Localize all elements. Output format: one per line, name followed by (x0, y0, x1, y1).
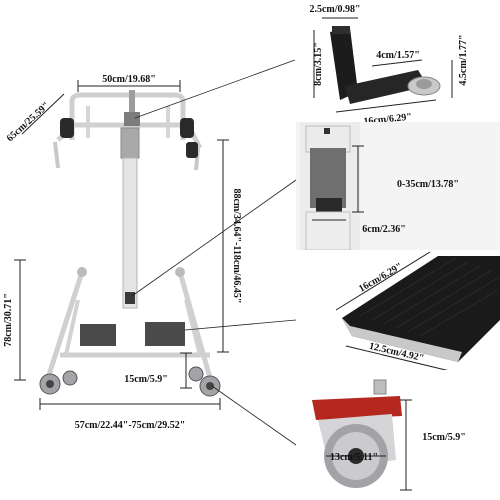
height-label: 88cm/34.64"-118cm/46.45" (231, 189, 242, 304)
leader-crank (134, 59, 296, 119)
main-dimension-lines (14, 59, 297, 446)
crank-arm (345, 70, 428, 104)
handle-height-label: 8cm/3.15" (313, 42, 324, 86)
detail-crank-panel: 2.5cm/0.98" 8cm/3.15" 4cm/1.57" 4.5cm/1.… (296, 0, 500, 128)
handle-sides (86, 106, 170, 138)
crank-hub-inner (416, 79, 432, 89)
right-foot-pedal (145, 322, 185, 346)
detail-crank-bg (296, 0, 500, 122)
depth-label: 65cm/25.59" (5, 100, 52, 144)
tube-width-label: 6cm/2.36" (362, 224, 406, 235)
left-foot-pedal (80, 324, 116, 346)
pedal-plate-edge (342, 318, 462, 362)
main-lift-frame (39, 90, 221, 397)
crank-side-height-label: 4.5cm/1.77" (458, 34, 469, 85)
tube-bolt (324, 128, 330, 134)
wheel-stem-bolt (373, 379, 387, 395)
wheel-height-label: 15cm/5.9" (422, 432, 466, 443)
crank-handle-top (332, 26, 350, 34)
caster-rear-right (188, 366, 204, 382)
leg-length-label: 78cm/30.71" (3, 293, 14, 347)
brake-lever (312, 396, 402, 420)
left-leg-joint (77, 267, 87, 277)
right-leg-joint (175, 267, 185, 277)
outer-tube (305, 211, 351, 251)
top-crank-body (124, 112, 140, 126)
pedal-grip-lines (359, 257, 499, 337)
top-width-label: 50cm/19.68" (102, 74, 156, 85)
mast-collar (125, 292, 135, 304)
right-pad-lower (186, 142, 198, 158)
top-handle-bar (69, 92, 186, 140)
arm-length-label: 4cm/1.57" (376, 50, 420, 61)
detail-wheel-panel: 15cm/5.9" 13cm/5.11" (296, 370, 500, 500)
right-pad (180, 118, 194, 138)
leader-wheel (211, 385, 297, 446)
pedal-height-label: 15cm/5.9" (124, 374, 168, 385)
mast-top-block (120, 127, 140, 159)
inner-tube-foot (316, 198, 342, 212)
detail-tube-panel: 0-35cm/13.78" 6cm/2.36" (296, 122, 500, 251)
leader-pedal (184, 319, 297, 331)
leader-tube (131, 179, 297, 297)
caster-front-left (39, 373, 61, 395)
crank-handle (330, 28, 358, 100)
top-crank-shaft (129, 90, 135, 116)
caster-rear-left (62, 370, 78, 386)
caster-front-right (199, 375, 221, 397)
vertical-mast (122, 157, 138, 309)
left-pad (60, 118, 74, 138)
wheel-diameter-label: 13cm/5.11" (330, 452, 378, 463)
adjust-range-label: 0-35cm/13.78" (397, 179, 459, 190)
left-leg (45, 271, 85, 379)
right-leg (177, 271, 213, 379)
handle-width-label: 2.5cm/0.98" (309, 4, 360, 15)
base-width-label: 57cm/22.44"-75cm/29.52" (75, 420, 186, 431)
detail-pedal-panel: 16cm/6.29" 12.5cm/4.92" (296, 250, 500, 373)
